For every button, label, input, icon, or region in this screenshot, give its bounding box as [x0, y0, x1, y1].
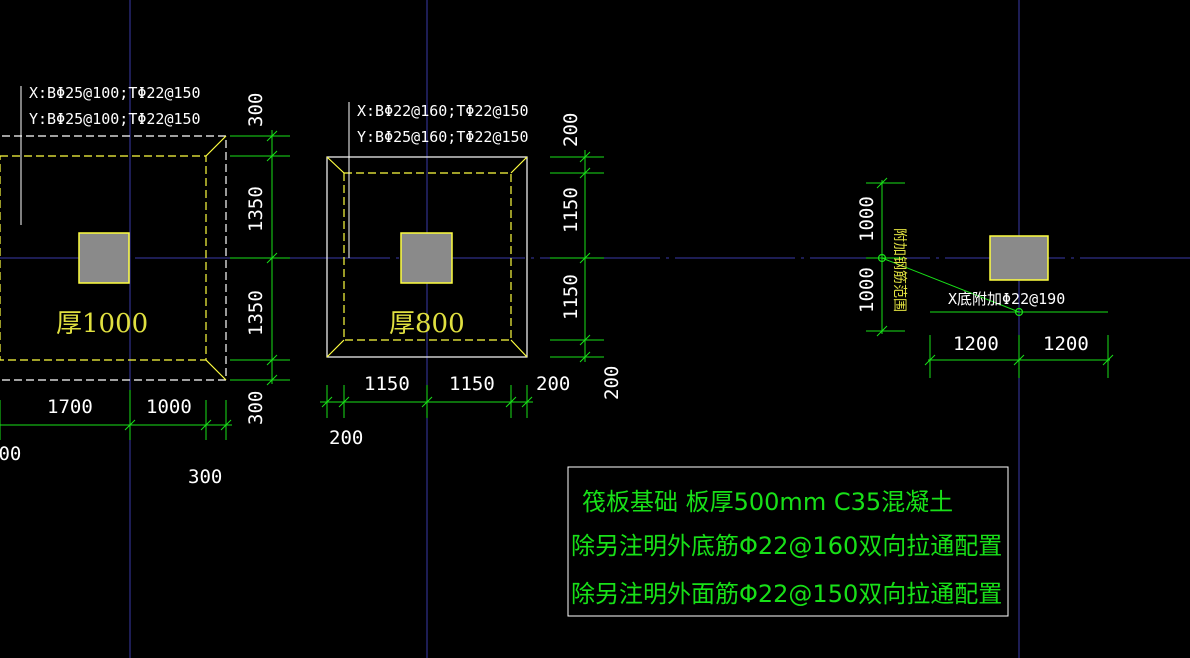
pad-1-dim-right [230, 130, 290, 386]
pad-2-dim-bottom-left: 200 [329, 427, 363, 449]
pad-1-dim-right-top: 300 [245, 93, 267, 127]
general-note-line-1: 筏板基础 板厚500mm C35混凝土 [582, 488, 953, 516]
pad-2-dim-right-top: 200 [560, 113, 582, 147]
pad-1-rebar-y: Y:BΦ25@100;TΦ22@150 [29, 110, 201, 128]
pad-1-dim-bottom-2: 1000 [146, 396, 192, 418]
pad-2-outline[interactable] [326, 156, 528, 358]
general-note-line-3: 除另注明外面筋Φ22@150双向拉通配置 [571, 580, 1002, 608]
pad-2-corner-line [510, 339, 528, 358]
pad-2-corner-line [510, 156, 528, 174]
general-note-frame[interactable] [567, 466, 1009, 617]
pad-2-dim-bottom [320, 385, 533, 418]
pad-2-rebar-x: X:BΦ22@160;TΦ22@150 [357, 102, 529, 120]
pad-3-rebar-x: X底附加Φ22@190 [948, 290, 1065, 308]
pad-1[interactable]: X:BΦ25@100;TΦ22@150 Y:BΦ25@100;TΦ22@150 … [0, 84, 290, 488]
pad-2-dim-right-bottom: 200 [601, 366, 623, 400]
pad-1-column[interactable] [78, 232, 130, 284]
pad-2-dim-bottom-right: 200 [536, 373, 570, 395]
pad-3-dim-bottom-2: 1200 [1043, 333, 1089, 355]
pad-2[interactable]: X:BΦ22@160;TΦ22@150 Y:BΦ25@160;TΦ22@150 … [320, 102, 623, 449]
pad-3-dim-bottom-1: 1200 [953, 333, 999, 355]
pad-2-dim-right-1: 1150 [560, 187, 582, 233]
pad-1-corner-line [205, 135, 227, 157]
pad-2-dim-bottom-2: 1150 [449, 373, 495, 395]
pad-2-dim-right-2: 1150 [560, 274, 582, 320]
pad-1-dim-right-1: 1350 [245, 186, 267, 232]
pad-1-dim-bottom-left: 300 [0, 443, 21, 465]
pad-1-dim-right-2: 1350 [245, 290, 267, 336]
pad-1-corner-line [205, 359, 227, 381]
pad-1-dim-bottom-1: 1700 [47, 396, 93, 418]
pad-3-column[interactable] [989, 235, 1049, 281]
general-note-line-2: 除另注明外底筋Φ22@160双向拉通配置 [571, 532, 1002, 560]
pad-2-dim-bottom-1: 1150 [364, 373, 410, 395]
pad-3-vertical-note: 附加钢筋范围 [891, 228, 908, 312]
pad-2-corner-line [326, 156, 345, 174]
pad-2-dim-right [550, 150, 604, 363]
pad-1-rebar-x: X:BΦ25@100;TΦ22@150 [29, 84, 201, 102]
general-note[interactable]: 筏板基础 板厚500mm C35混凝土 除另注明外底筋Φ22@160双向拉通配置… [567, 466, 1009, 617]
pad-2-column[interactable] [400, 232, 453, 284]
pad-3-dim-bottom [924, 335, 1114, 378]
pad-1-dim-bottom [0, 390, 232, 440]
pad-2-thickness: 厚800 [389, 309, 465, 339]
pad-1-inner-outline [0, 155, 207, 361]
pad-1-thickness: 厚1000 [56, 309, 148, 339]
pad-3[interactable]: 1000 1000 附加钢筋范围 X底附加Φ22@190 1200 1200 [856, 177, 1114, 378]
pad-3-dim-left-1: 1000 [856, 196, 878, 242]
pad-1-dim-right-bottom: 300 [245, 391, 267, 425]
pad-2-rebar-y: Y:BΦ25@160;TΦ22@150 [357, 128, 529, 146]
pad-2-corner-line [326, 339, 345, 358]
pad-1-dim-bottom-right: 300 [188, 466, 222, 488]
pad-3-leader-dot [877, 253, 887, 263]
pad-3-leader-line [881, 257, 1020, 313]
pad-3-dim-left-2: 1000 [856, 267, 878, 313]
